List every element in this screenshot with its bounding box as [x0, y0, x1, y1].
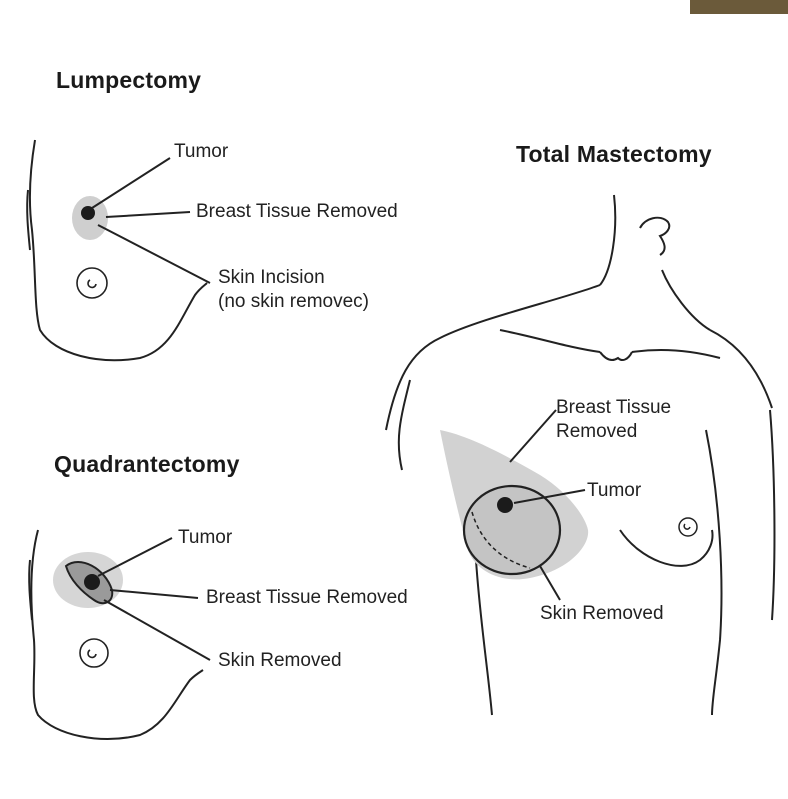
mastectomy-neck-left [600, 195, 615, 285]
mastectomy-right-arm [770, 410, 774, 620]
mastectomy-title: Total Mastectomy [516, 141, 712, 168]
mastectomy-left-arm [399, 380, 410, 470]
mastectomy-right-clavicle [632, 350, 720, 358]
mastectomy-skin-label: Skin Removed [540, 602, 664, 625]
mastectomy-left-clavicle [500, 330, 600, 352]
mastectomy-right-areola [679, 518, 697, 536]
mastectomy-neck-right [662, 270, 710, 330]
mastectomy-tissue-label: Breast Tissue [556, 396, 671, 419]
mastectomy-tumor [497, 497, 513, 513]
mastectomy-right-shoulder [710, 330, 772, 408]
mastectomy-tissue-leader [510, 410, 556, 462]
mastectomy-sternal-notch [600, 352, 632, 360]
mastectomy-left-torso [476, 560, 492, 715]
mastectomy-right-torso [706, 430, 721, 715]
mastectomy-chin [640, 218, 669, 255]
mastectomy-right-nipple [684, 524, 690, 529]
mastectomy-right-breast [620, 530, 713, 566]
mastectomy-tissue-label-line2: Removed [556, 420, 637, 443]
mastectomy-tumor-label: Tumor [587, 479, 641, 502]
